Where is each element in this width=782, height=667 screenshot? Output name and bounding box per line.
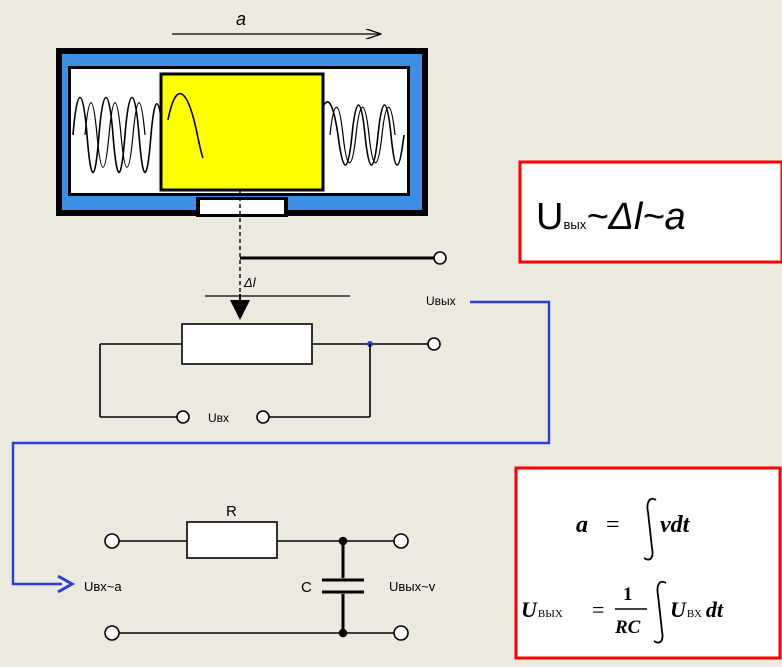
svg-text:Uвых~Δl~a: Uвых~Δl~a	[536, 196, 686, 238]
integrator-out-terminal-top	[393, 533, 409, 549]
formula-vdt: vdt	[660, 512, 691, 538]
output-terminal-mid	[427, 337, 441, 351]
proportion-box: Uвых~Δl~a	[518, 160, 782, 264]
formula-u-in: U	[670, 597, 687, 622]
output-terminal-top	[433, 251, 447, 265]
formula-u-in-sub: ВХ	[687, 608, 702, 620]
integrator-in-terminal-top	[104, 533, 120, 549]
input-voltage-label: Uвх	[208, 411, 229, 425]
formula-denominator: RC	[614, 617, 641, 638]
proportion-sub: вых	[563, 217, 586, 232]
formula-dt: dt	[706, 597, 724, 622]
proportion-rest: ~Δl~a	[586, 196, 685, 238]
proof-mass	[159, 72, 325, 192]
rc-integrator	[104, 521, 409, 641]
integrator-output-label: Uвых~v	[389, 579, 436, 594]
right-spring	[319, 101, 405, 166]
svg-text:UВЫХ: UВЫХ	[521, 597, 563, 622]
output-voltage-label: Uвых	[426, 294, 456, 308]
formula-u-out-sub: ВЫХ	[538, 608, 563, 620]
displacement-label: Δl	[243, 275, 257, 290]
formula-numerator: 1	[623, 584, 633, 605]
formula-a: a	[576, 512, 588, 538]
capacitor-label: C	[301, 579, 312, 596]
resistor-r	[186, 521, 278, 559]
integral-sign-2	[653, 580, 667, 644]
signal-connector	[11, 300, 551, 594]
formula-eq2: =	[592, 597, 604, 622]
integral-sign-1	[643, 497, 657, 561]
potentiometer-circuit	[99, 323, 441, 424]
displacement-rod: Δl	[205, 190, 350, 320]
input-terminal-right	[256, 410, 270, 424]
integrator-out-terminal-bottom	[393, 625, 409, 641]
potentiometer-resistor	[181, 323, 313, 365]
formula-u-out: U	[521, 597, 538, 622]
slider-slot	[200, 200, 284, 214]
integrator-in-terminal-bottom	[104, 625, 120, 641]
integrator-input-label: Uвх~a	[84, 579, 122, 594]
acceleration-label: a	[236, 9, 246, 29]
output-wire: Uвых	[240, 251, 456, 308]
proportion-u: U	[536, 196, 563, 238]
acceleration-arrow: a	[172, 9, 380, 34]
resistor-label: R	[226, 503, 237, 520]
input-terminal-left	[176, 410, 190, 424]
formula-eq1: =	[606, 512, 620, 538]
node-bottom	[338, 628, 348, 638]
